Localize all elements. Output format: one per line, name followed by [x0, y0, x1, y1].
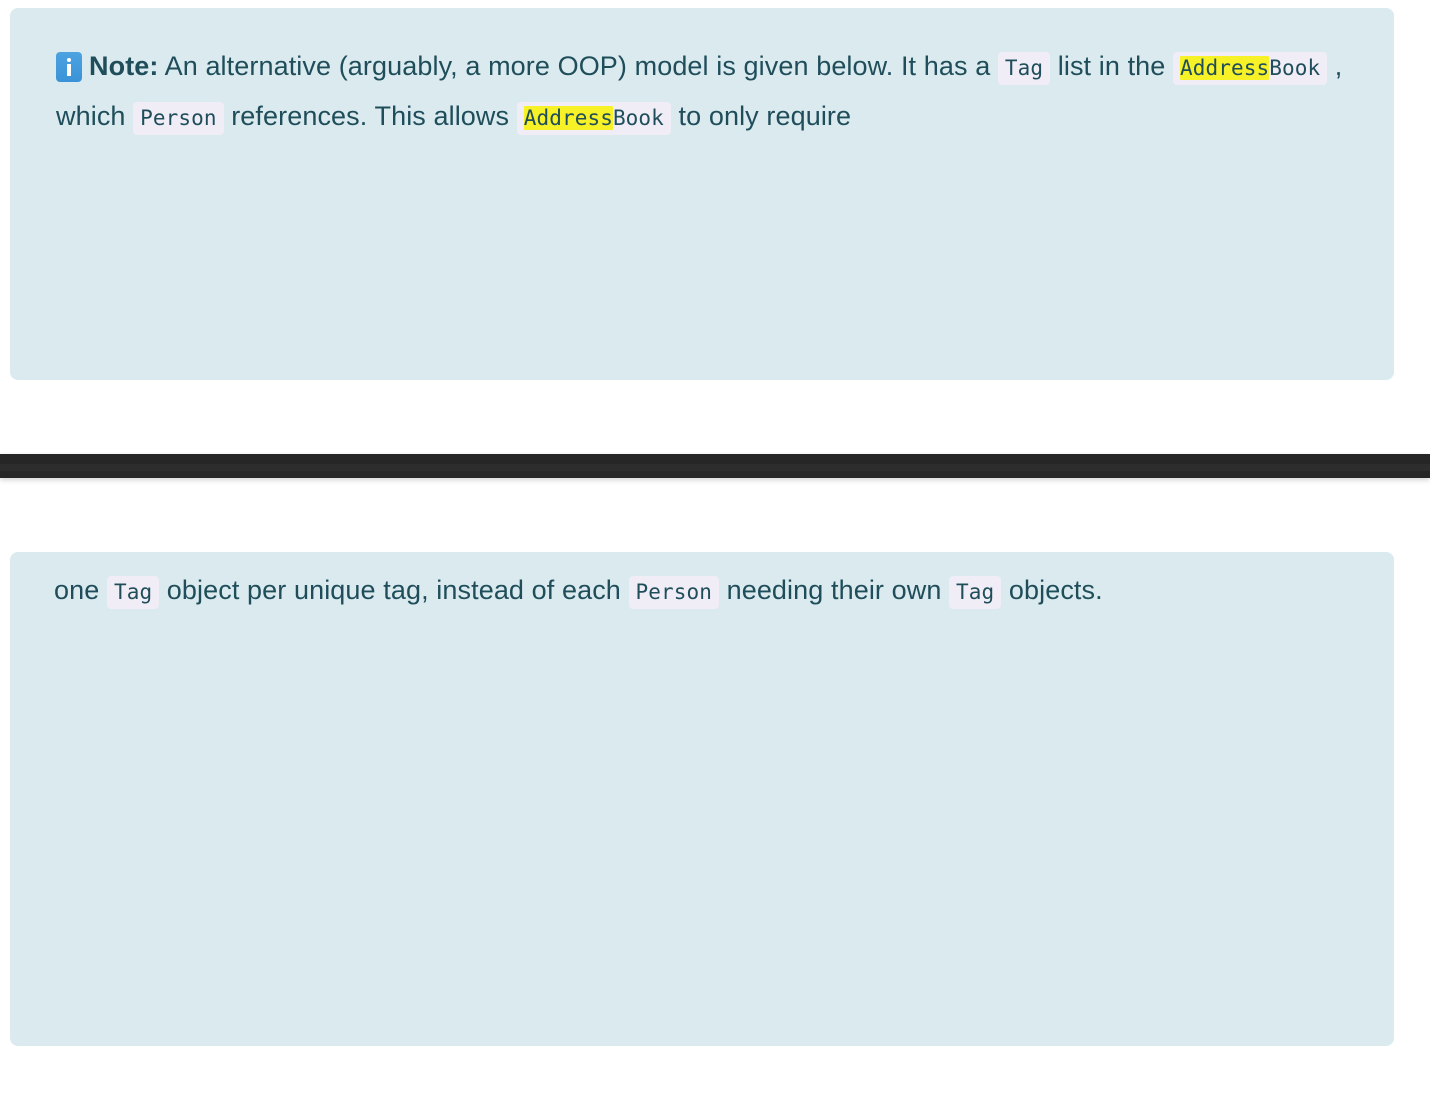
- note-bottom-segment-2: object per unique tag, instead of each: [159, 575, 629, 605]
- code-chip-addressbook-2: AddressBook: [516, 102, 671, 135]
- note-top-segment-2: list in the: [1050, 51, 1174, 81]
- note-callout-top: Note: An alternative (arguably, a more O…: [10, 8, 1394, 380]
- note-bottom-segment-0: one: [54, 575, 107, 605]
- code-chip-tag-1: Tag: [997, 52, 1051, 85]
- separator-sheen: [0, 464, 1430, 471]
- code-chip-tag-3: Tag: [949, 576, 1002, 609]
- note-top-text: Note: An alternative (arguably, a more O…: [56, 42, 1356, 142]
- note-top-segment-6: references. This allows: [223, 101, 517, 131]
- info-icon: [56, 52, 82, 82]
- dark-separator-bar: [0, 454, 1430, 478]
- code-chip-addressbook-1-rest: Book: [1269, 56, 1321, 80]
- code-chip-addressbook-2-rest: Book: [612, 106, 664, 130]
- note-callout-bottom: one Tag object per unique tag, instead o…: [10, 552, 1394, 1046]
- code-chip-person-1: Person: [133, 102, 224, 135]
- note-bottom-text: one Tag object per unique tag, instead o…: [54, 566, 1374, 616]
- highlight-address-1: Address: [1180, 56, 1270, 80]
- note-bottom-segment-4: needing their own: [718, 575, 950, 605]
- note-label: Note:: [89, 51, 159, 81]
- code-chip-person-2: Person: [628, 576, 719, 609]
- highlight-address-2: Address: [523, 106, 613, 130]
- note-top-segment-8: to only require: [670, 101, 852, 131]
- code-chip-addressbook-1: AddressBook: [1173, 52, 1328, 85]
- note-top-segment-0: An alternative (arguably, a more OOP) mo…: [158, 51, 998, 81]
- note-bottom-segment-6: objects.: [1001, 575, 1103, 605]
- code-chip-tag-2: Tag: [106, 576, 160, 609]
- note-top-segment-4: , which: [56, 51, 1343, 131]
